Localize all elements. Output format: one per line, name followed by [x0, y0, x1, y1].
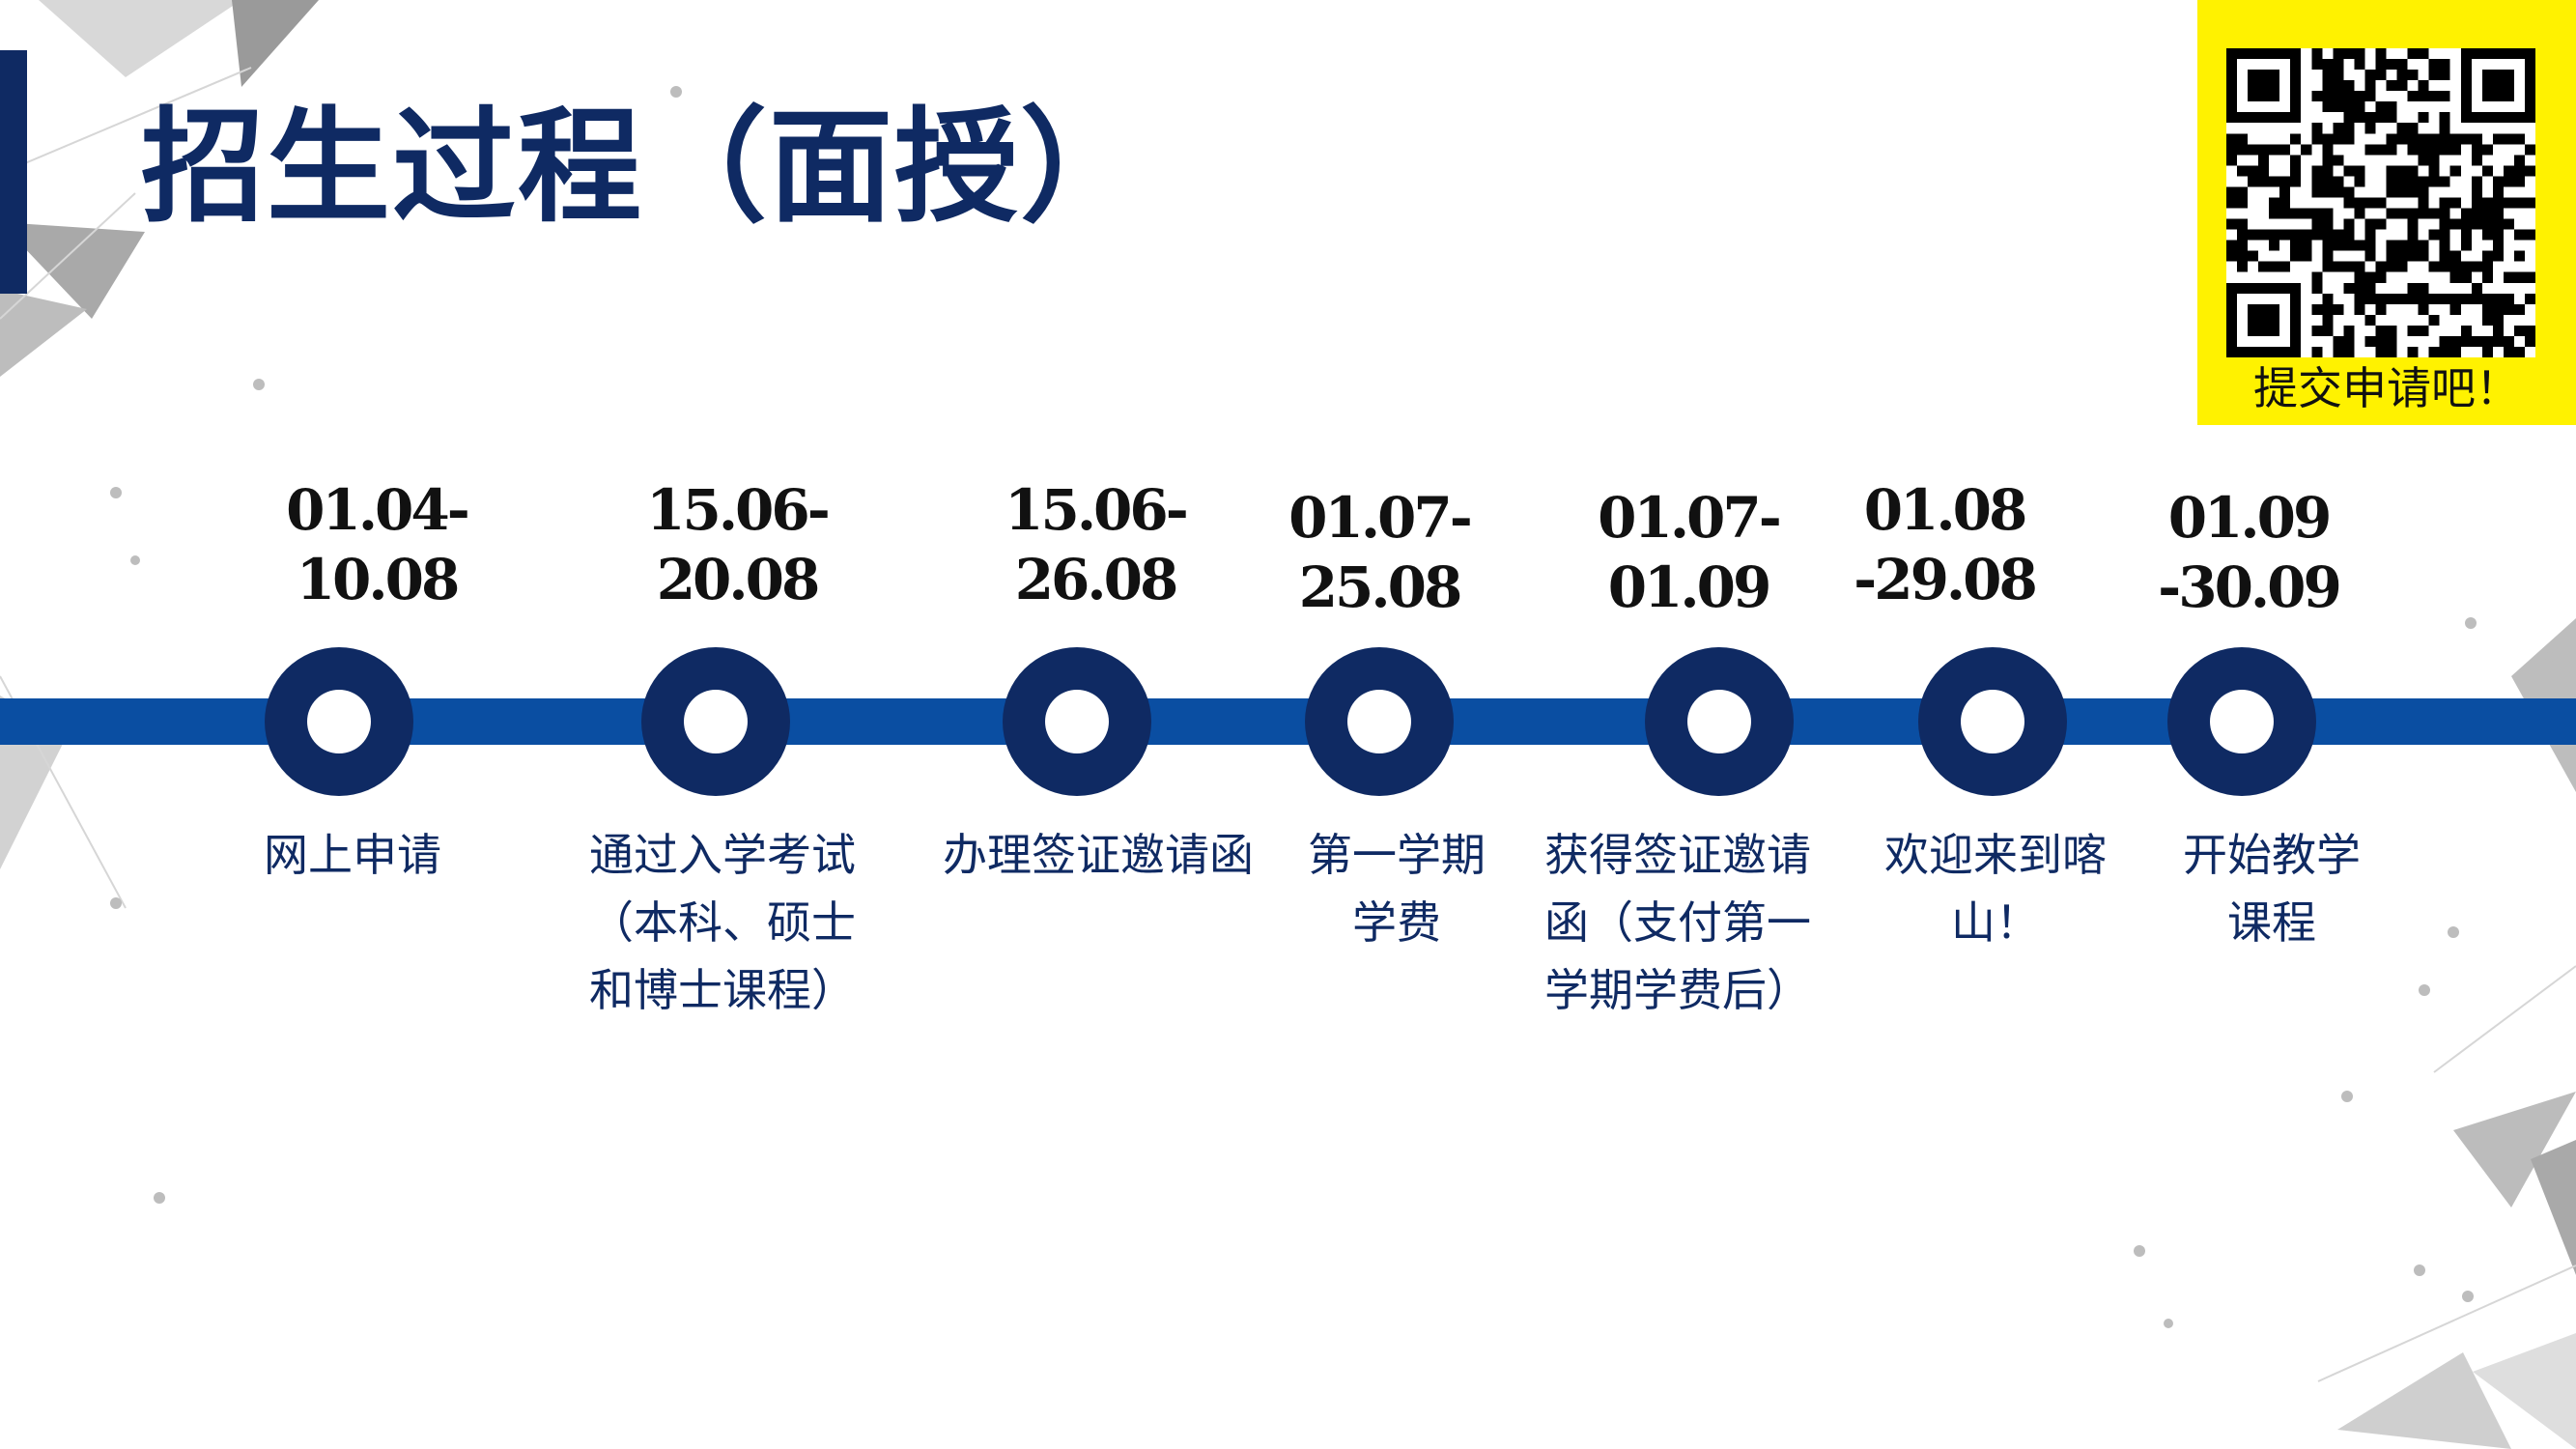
timeline-label: 通过入学考试 （本科、硕士 和博士课程）	[589, 829, 856, 1016]
timeline-node	[1918, 647, 2067, 796]
timeline-node	[2167, 647, 2316, 796]
timeline-date: 01.08 -29.08	[1854, 477, 2038, 612]
page-title: 招生过程（面授）	[141, 95, 1146, 240]
qr-caption: 提交申请吧！	[2253, 362, 2520, 414]
timeline-date: 15.06- 26.08	[1005, 477, 1189, 612]
timeline-label: 欢迎来到喀 山！	[1884, 829, 2107, 949]
timeline-node	[641, 647, 790, 796]
timeline-date: 15.06- 20.08	[646, 477, 831, 612]
title-accent-bar	[0, 50, 27, 294]
timeline-track	[0, 698, 2576, 745]
timeline-label: 网上申请	[264, 829, 441, 881]
timeline-date: 01.09 -30.09	[2158, 485, 2342, 620]
qr-panel[interactable]: 提交申请吧！	[2197, 0, 2576, 425]
timeline-node	[1003, 647, 1151, 796]
timeline-date: 01.07- 25.08	[1288, 485, 1473, 620]
timeline-label: 第一学期 学费	[1308, 829, 1486, 949]
timeline-date: 01.07- 01.09	[1598, 485, 1782, 620]
timeline-label: 获得签证邀请 函（支付第一 学期学费后）	[1544, 829, 1811, 1016]
qr-code-icon	[2226, 48, 2535, 357]
timeline-node	[1645, 647, 1794, 796]
timeline-label: 办理签证邀请函	[943, 829, 1254, 881]
timeline-node	[1305, 647, 1454, 796]
timeline-label: 开始教学 课程	[2183, 829, 2361, 949]
timeline-node	[265, 647, 413, 796]
timeline-date: 01.04- 10.08	[286, 477, 470, 612]
